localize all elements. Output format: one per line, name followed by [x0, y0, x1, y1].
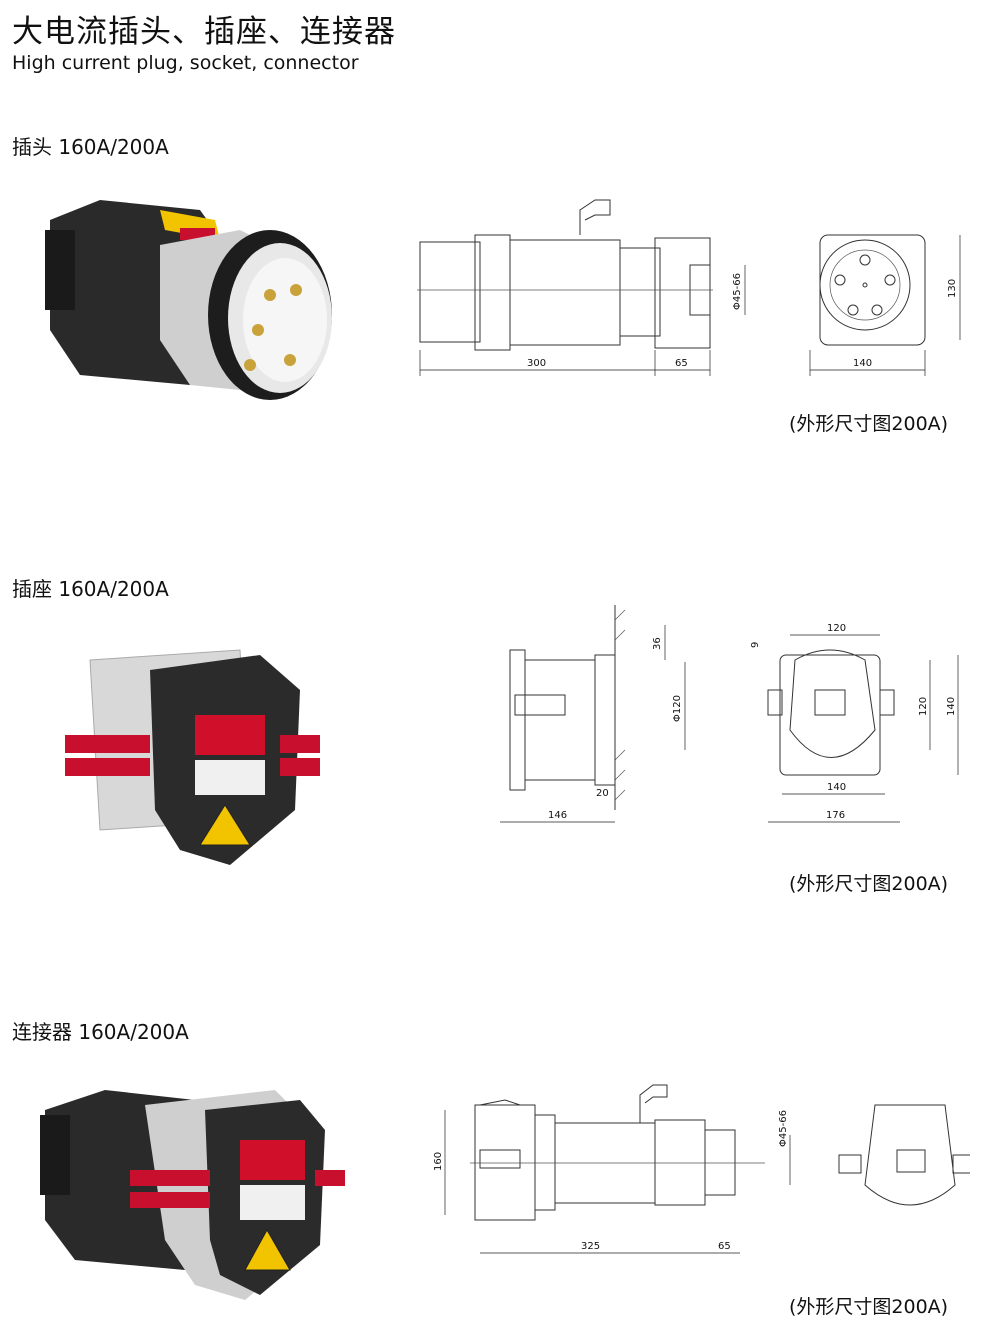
- caption-connector: (外形尺寸图200A): [789, 1296, 949, 1318]
- socket-dimension-drawing: 146 20 36 Φ120 120 9 120 140 140 176: [500, 605, 959, 823]
- dim-socket-bottom-outer: 176: [826, 810, 845, 821]
- dim-socket-top-width: 120: [827, 623, 846, 634]
- dim-socket-top: 36: [652, 637, 663, 650]
- dim-socket-v-outer: 140: [946, 697, 957, 716]
- plug-photo: [45, 200, 332, 400]
- section-title-connector: 连接器 160A/200A: [12, 1020, 189, 1044]
- dim-connector-pin: 65: [718, 1241, 731, 1252]
- dim-plug-height: 130: [947, 279, 958, 298]
- dim-connector-height: 160: [433, 1152, 444, 1171]
- page-title: 大电流插头、插座、连接器: [12, 14, 396, 50]
- dim-connector-length: 325: [581, 1241, 600, 1252]
- caption-socket: (外形尺寸图200A): [789, 873, 949, 895]
- socket-photo: [65, 649, 320, 865]
- dim-plug-width: 140: [853, 358, 872, 369]
- section-title-socket: 插座 160A/200A: [12, 577, 169, 601]
- dim-plug-length: 300: [527, 358, 546, 369]
- dim-connector-cable: Φ45-66: [778, 1110, 789, 1147]
- dim-socket-bottom-inner: 140: [827, 782, 846, 793]
- page-subtitle: High current plug, socket, connector: [12, 52, 359, 74]
- section-title-plug: 插头 160A/200A: [12, 135, 169, 159]
- dim-plug-cable: Φ45-66: [732, 273, 743, 310]
- dim-plug-pin: 65: [675, 358, 688, 369]
- dim-socket-v-inner: 120: [918, 697, 929, 716]
- dim-socket-flange: 20: [596, 788, 609, 799]
- connector-photo: [40, 1090, 345, 1300]
- dim-socket-hole: 9: [750, 642, 761, 648]
- plug-dimension-drawing: 300 65 Φ45-66 140 130: [417, 199, 961, 376]
- caption-plug: (外形尺寸图200A): [789, 413, 949, 435]
- connector-dimension-drawing: 160 325 65 Φ45-66: [433, 1084, 970, 1254]
- dim-socket-depth: 146: [548, 810, 567, 821]
- dim-socket-dia: Φ120: [672, 695, 683, 722]
